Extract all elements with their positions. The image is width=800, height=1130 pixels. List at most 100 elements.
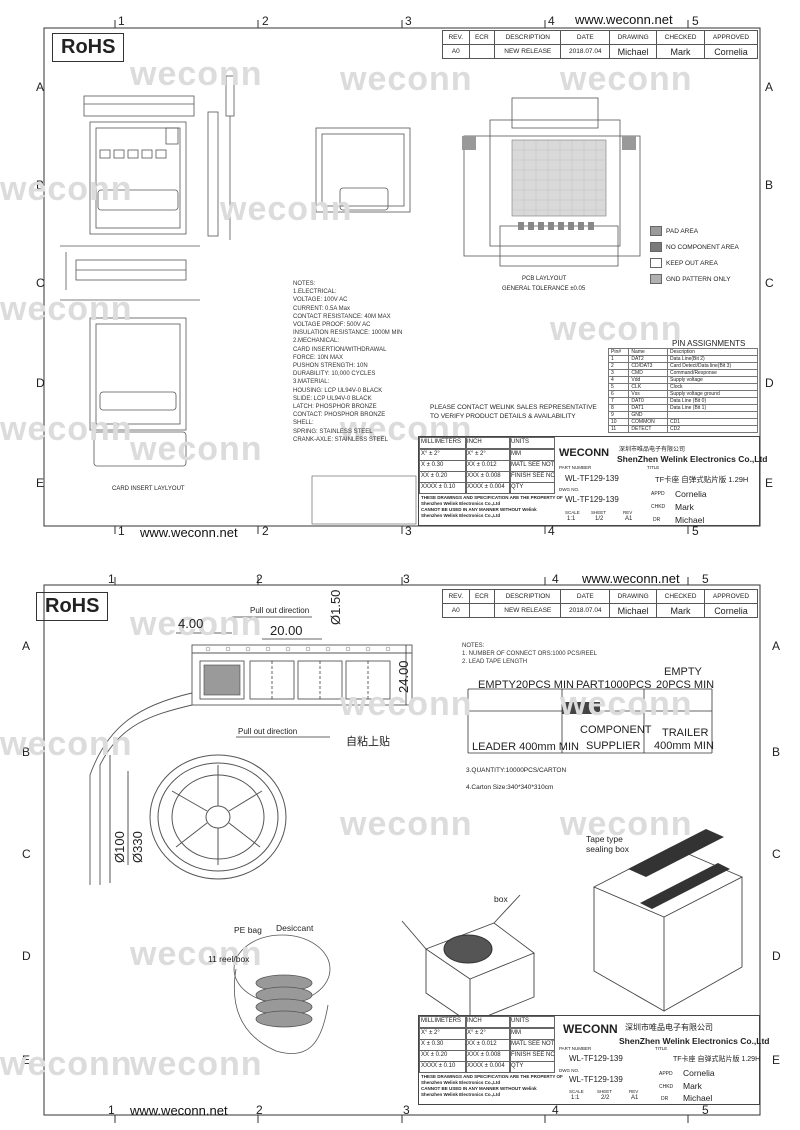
col-number-3: 3 <box>403 572 410 586</box>
trailer-label: TRAILER <box>662 727 709 739</box>
tol-header: INCH <box>465 437 511 449</box>
sheet-2-frame <box>43 577 761 1123</box>
card-insert-label: CARD INSERT LAYLYOUT <box>112 486 185 492</box>
pin-cell: Name <box>628 348 668 356</box>
col-number-5: 5 <box>692 14 699 28</box>
pin-cell: 6 <box>607 390 630 398</box>
row-letter-d: D <box>36 376 45 390</box>
legend-label: PAD AREA <box>666 228 699 235</box>
disclaimer-line: Shenzhen Welink Electronics Co.,Ltd <box>421 1080 501 1085</box>
note-line: CONTACT: PHOSPHOR BRONZE <box>293 412 386 419</box>
col-number-5-bottom: 5 <box>702 1103 709 1117</box>
drawing-sheet-1: www.weconn.net www.weconn.net RoHS 1 2 3… <box>0 12 774 540</box>
website-url-bottom[interactable]: www.weconn.net <box>130 1103 228 1118</box>
revision-table: REV. ECR DESCRIPTION DATE DRAWING CHECKE… <box>442 30 759 59</box>
row-letter-d-right: D <box>765 376 774 390</box>
pin-cell: CD1 <box>666 418 759 426</box>
rev-value: A0 <box>442 44 470 59</box>
reel-per-box-label: 11 reel/box <box>208 954 250 964</box>
disclaimer-line: Shenzhen Welink Electronics Co.,Ltd <box>421 501 501 506</box>
approved-value: Cornelia <box>703 44 759 59</box>
note-line: CARD INSERTION/WITHDRAWAL <box>293 346 387 353</box>
part-label: PART NUMBER <box>559 465 592 470</box>
pin-cell: 10 <box>607 418 630 426</box>
disclaimer-line: THESE DRAWINGS AND SPECIFICATION ARE THE… <box>421 495 563 500</box>
pin-cell: COMMON <box>628 418 668 426</box>
dwg-label: DWG NO. <box>559 487 580 492</box>
tol-cell: QTY <box>509 482 555 494</box>
pin-cell: Vss <box>628 390 668 398</box>
keep-out-swatch <box>650 258 662 269</box>
title-block: MILLIMETERS INCH UNITS X° ± 2° X° ± 2° M… <box>418 436 768 526</box>
quantity-note: 3.QUANTITY:10000PCS/CARTON <box>466 767 567 774</box>
pin-cell: Supply voltage ground <box>666 390 759 398</box>
pin-assignments-title: PIN ASSIGNMENTS <box>672 339 746 348</box>
tol-cell: QTY <box>509 1061 555 1073</box>
legend-label: GND PATTERN ONLY <box>666 276 731 283</box>
tol-header: INCH <box>465 1016 511 1028</box>
description-value: NEW RELEASE <box>494 603 562 618</box>
chkd-label: CHKD <box>651 504 666 510</box>
watermark: weconn <box>560 685 693 723</box>
note-line: SPRING: STAINLESS STEEL <box>293 428 373 435</box>
dim-hole-150: Ø1.50 <box>328 589 343 625</box>
rohs-badge: RoHS <box>36 592 109 621</box>
dr-label: DR <box>653 517 661 523</box>
approved-by: Cornelia <box>683 1068 715 1078</box>
no-component-swatch <box>650 242 662 253</box>
sheet-label: SHEET <box>597 1089 613 1094</box>
part-number: WL-TF129-139 <box>569 1054 623 1063</box>
website-url-top[interactable]: www.weconn.net <box>582 571 680 586</box>
tol-header: UNITS <box>509 1016 555 1028</box>
note-line: 2. LEAD TAPE LENGTH <box>462 659 528 666</box>
pin-cell: 2 <box>607 362 630 370</box>
tol-header: MILLIMETERS <box>419 437 467 449</box>
drawn-by: Michael <box>683 1093 713 1103</box>
brand-logo: WECONN <box>563 1022 618 1036</box>
description-header: DESCRIPTION <box>494 589 562 604</box>
row-letter-c-right: C <box>765 276 774 290</box>
checked-value: Mark <box>656 44 705 59</box>
note-line: NOTES: <box>293 281 316 287</box>
rev-header: REV. <box>442 30 470 45</box>
website-url-top[interactable]: www.weconn.net <box>575 12 673 27</box>
row-letter-b: B <box>22 745 31 759</box>
pin-cell: Data Line (Bit 1) <box>666 404 759 412</box>
col-number-4-bottom: 4 <box>548 524 555 538</box>
contact-note-1: PLEASE CONTACT WELINK SALES REPRESENTATI… <box>430 404 597 411</box>
note-line: 2.MECHANICAL: <box>293 338 340 345</box>
col-number-3: 3 <box>405 14 412 28</box>
sheet-value: 2/2 <box>601 1095 610 1101</box>
rev-label: REV <box>623 510 633 515</box>
brand-cn: 深圳市唯品电子有限公司 <box>625 1023 713 1032</box>
dim-pitch-4: 4.00 <box>178 616 204 631</box>
rev-label: REV <box>629 1089 639 1094</box>
note-line: CRANK-AXLE: STAINLESS STEEL <box>293 436 388 443</box>
chkd-label: CHKD <box>659 1084 674 1090</box>
approved-by: Cornelia <box>675 489 707 499</box>
website-url-bottom[interactable]: www.weconn.net <box>140 525 238 540</box>
pin-cell: 4 <box>607 376 630 384</box>
note-line: 1.ELECTRICAL: <box>293 289 337 296</box>
self-adhesive-label: 自粘上贴 <box>346 735 390 748</box>
gnd-pattern-swatch <box>650 274 662 285</box>
tape-type-label: Tape type <box>586 834 623 844</box>
pull-out-direction-label-2: Pull out direction <box>238 727 298 736</box>
checked-header: CHECKED <box>656 30 705 45</box>
watermark: weconn <box>340 60 473 98</box>
pin-cell: Supply voltage <box>666 376 759 384</box>
col-number-2-bottom: 2 <box>262 524 269 538</box>
pin-cell: 5 <box>607 383 630 391</box>
row-letter-a: A <box>36 80 45 94</box>
watermark: weconn <box>220 190 353 228</box>
note-line: NOTES: <box>462 643 485 649</box>
ecr-value <box>468 603 496 618</box>
tol-cell: XXXX ± 0.10 <box>419 1061 467 1073</box>
component-label: COMPONENT <box>580 724 652 736</box>
description-value: NEW RELEASE <box>494 44 562 59</box>
pin-cell: 1 <box>607 355 630 363</box>
revision-table: REV. ECR DESCRIPTION DATE DRAWING CHECKE… <box>442 589 759 618</box>
col-number-2: 2 <box>262 14 269 28</box>
watermark: weconn <box>130 935 263 973</box>
pin-cell: 8 <box>607 404 630 412</box>
